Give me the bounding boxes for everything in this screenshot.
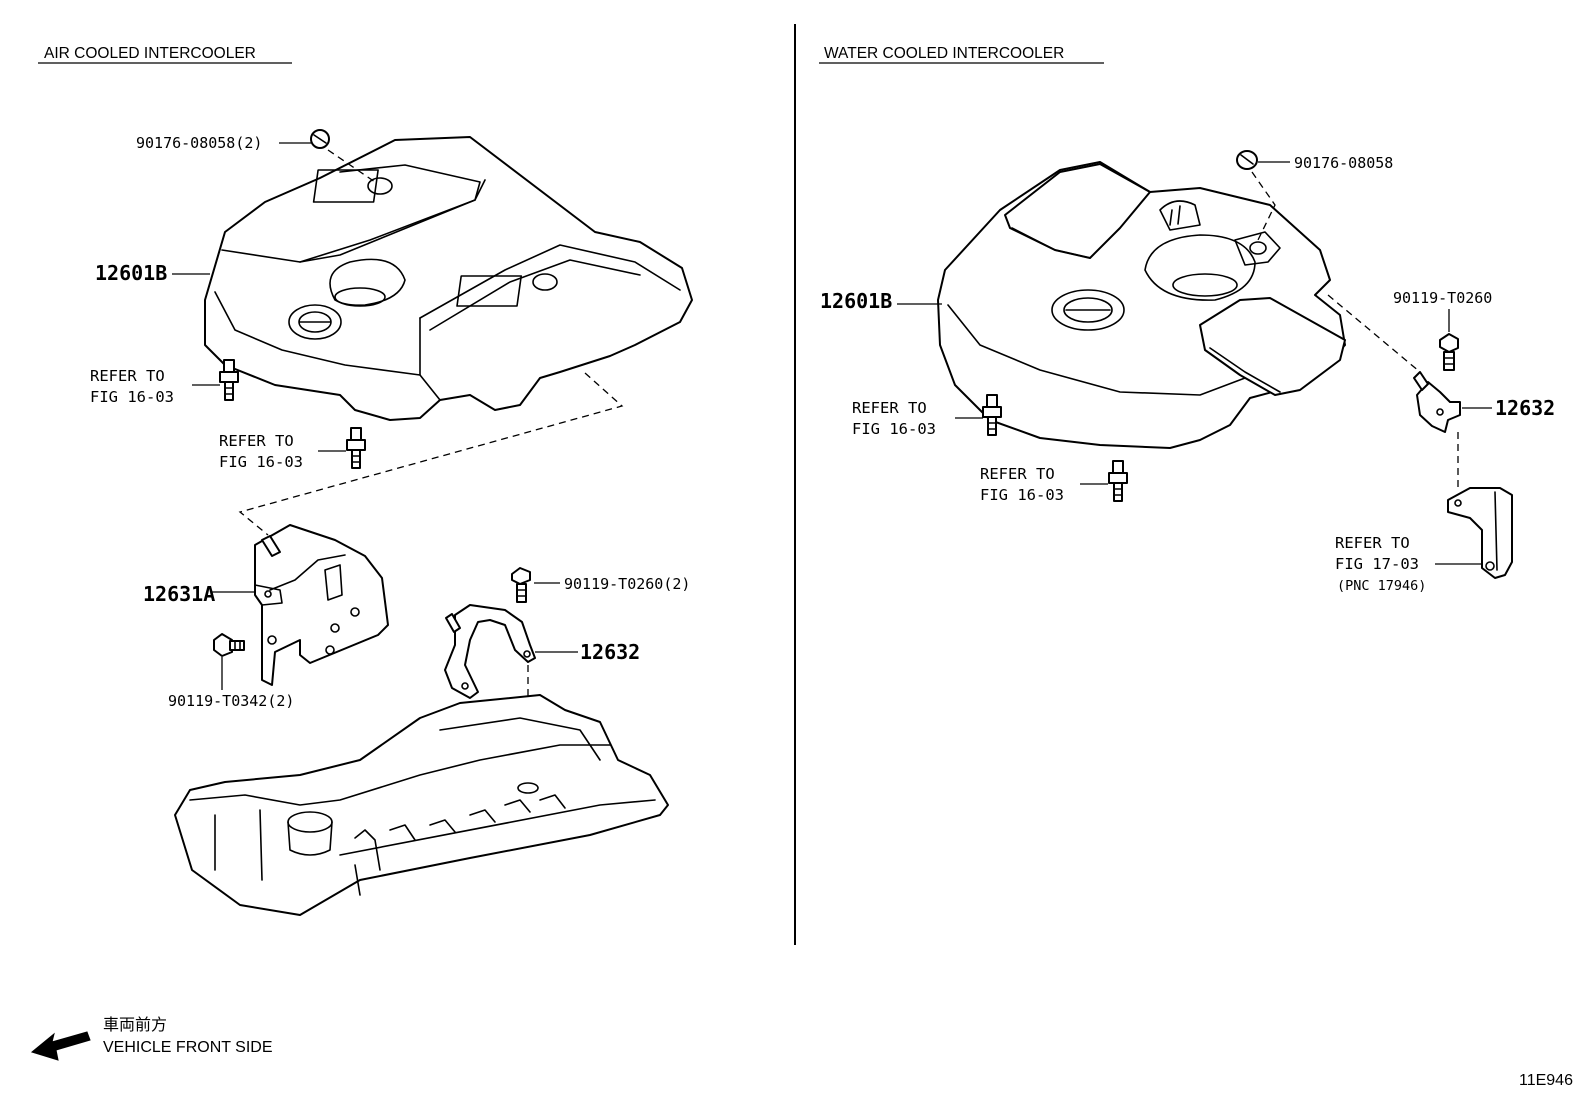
left-ref2-stud-icon [346,427,366,469]
right-bolt-label: 90119-T0260 [1393,289,1492,307]
left-bolt-a-icon [213,633,245,657]
right-engine-cover [937,161,1346,449]
right-ref2-line2: FIG 16-03 [980,486,1064,504]
left-engine-cover [204,136,693,421]
left-clip-label: 90176-08058(2) [136,134,262,152]
right-cover-label: 12601B [820,289,892,313]
right-ref1-line1: REFER TO [852,399,927,417]
figure-id: 11E946 [1519,1072,1573,1089]
right-bolt-icon [1439,333,1459,371]
vehicle-front-arrow-icon [30,1031,91,1061]
left-ref2-line1: REFER TO [219,432,294,450]
right-ref1-line2: FIG 16-03 [852,420,936,438]
left-bolt-a-label: 90119-T0342(2) [168,692,294,710]
right-ref2-line1: REFER TO [980,465,1055,483]
left-bracket-b-label: 12632 [580,640,640,664]
right-section-title: WATER COOLED INTERCOOLER [824,45,1064,62]
right-bracket-label: 12632 [1495,396,1555,420]
left-ref2-line2: FIG 16-03 [219,453,303,471]
right-bracket-12632 [1413,371,1461,433]
left-cylinder-head-cover [174,694,669,916]
left-section-title: AIR COOLED INTERCOOLER [44,45,256,62]
left-ref1-line1: REFER TO [90,367,165,385]
right-ref3-line2: FIG 17-03 [1335,555,1419,573]
right-ref3-line1: REFER TO [1335,534,1410,552]
left-bracket-12631a [254,524,389,686]
left-bracket-12632 [444,604,536,699]
left-bolt-b-icon [511,567,531,603]
left-clip-icon [310,129,330,149]
right-clip-icon [1236,150,1258,170]
right-ref1-stud-icon [982,394,1002,436]
vehicle-front-jp: 車両前方 [103,1016,167,1034]
vehicle-front-en: VEHICLE FRONT SIDE [103,1039,273,1056]
right-ref3-line3: (PNC 17946) [1337,578,1426,594]
left-ref1-stud-icon [219,359,239,401]
left-bolt-b-label: 90119-T0260(2) [564,575,690,593]
right-ref2-stud-icon [1108,460,1128,502]
right-clip-label: 90176-08058 [1294,154,1393,172]
right-lower-bracket [1447,487,1513,579]
left-ref1-line2: FIG 16-03 [90,388,174,406]
left-bracket-a-label: 12631A [143,582,215,606]
left-cover-label: 12601B [95,261,167,285]
